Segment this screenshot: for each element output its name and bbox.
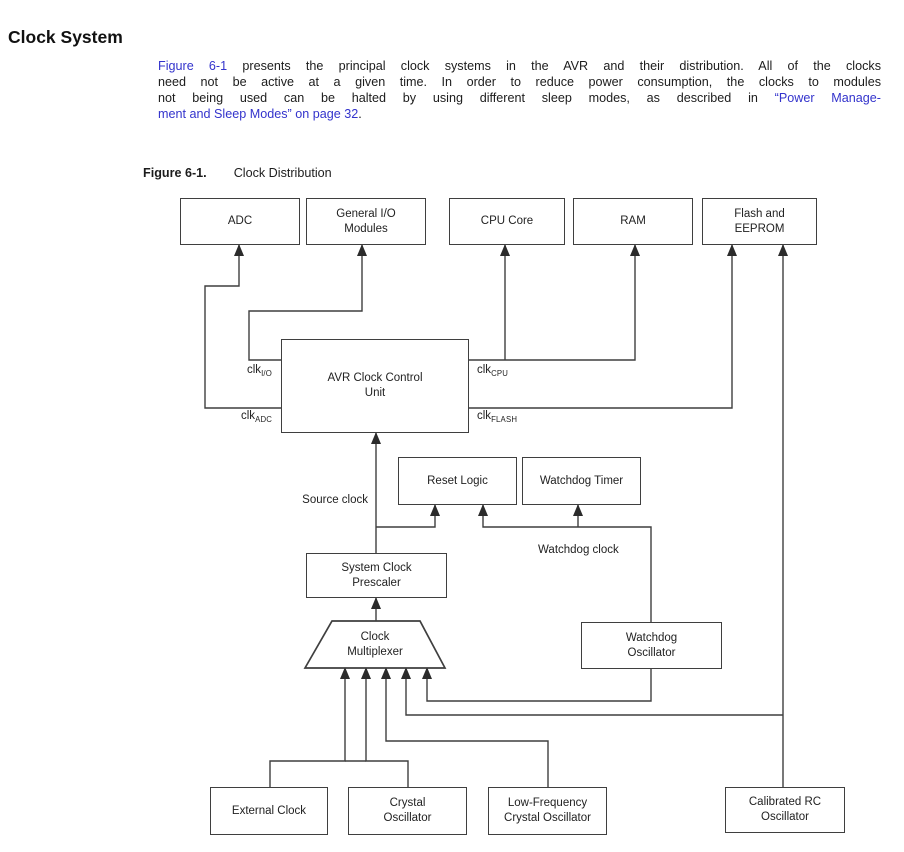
node-external-clock: External Clock: [210, 787, 328, 835]
paragraph-line: ment and Sleep Modes” on page 32.: [158, 107, 881, 123]
clk-sub: ADC: [255, 415, 273, 424]
body-text: need not be active at a given time. In o…: [158, 74, 881, 89]
node-label: General I/O Modules: [336, 207, 396, 235]
node-cpu-core: CPU Core: [449, 198, 565, 245]
body-paragraph: Figure 6-1 presents the principal clock …: [158, 59, 881, 123]
node-label: CPU Core: [480, 215, 534, 228]
clk-sub: FLASH: [491, 415, 518, 424]
node-ram: RAM: [573, 198, 693, 245]
clk-base: clk: [247, 364, 262, 376]
link-power-management[interactable]: “Power Manage-: [774, 90, 881, 105]
clk-base: clk: [477, 364, 492, 376]
node-label: Calibrated RC Oscillator: [748, 796, 822, 823]
node-adc: ADC: [180, 198, 300, 245]
node-flash-eeprom: Flash and EEPROM: [702, 198, 817, 245]
node-label: External Clock: [231, 804, 307, 817]
node-low-frequency-crystal-oscillator: Low-Frequency Crystal Oscillator: [488, 787, 607, 835]
node-clock-multiplexer: Clock Multiplexer: [305, 621, 445, 668]
paragraph-line: need not be active at a given time. In o…: [158, 75, 881, 91]
clk-sub: CPU: [491, 369, 509, 378]
node-label: Flash and EEPROM: [734, 207, 785, 235]
node-reset-logic: Reset Logic: [398, 457, 517, 505]
line-clk-flash: [469, 244, 737, 409]
node-label: AVR Clock Control Unit: [327, 372, 423, 399]
body-text: not being used can be halted by using di…: [158, 90, 775, 105]
node-label: Clock Multiplexer: [347, 630, 403, 658]
node-label: System Clock Prescaler: [341, 561, 412, 589]
line-external-to-mux: [269, 667, 350, 787]
link-power-management[interactable]: ment and Sleep Modes” on page 32: [158, 106, 359, 121]
node-label: ADC: [227, 215, 253, 228]
node-avr-clock-control-unit: AVR Clock Control Unit: [281, 339, 469, 433]
node-label: Low-Frequency Crystal Oscillator: [504, 797, 591, 824]
line-source-to-reset: [376, 504, 440, 528]
line-clk-cpu-ram: [469, 244, 640, 361]
line-watchdog-to-reset: [478, 504, 652, 622]
node-label: Reset Logic: [427, 474, 488, 487]
node-label: Watchdog Timer: [539, 474, 624, 487]
label-clk-adc: clkADC: [241, 410, 272, 424]
label-clk-io: clkI/O: [247, 364, 272, 378]
node-calibrated-rc-oscillator: Calibrated RC Oscillator: [725, 787, 845, 833]
node-label: Watchdog Oscillator: [625, 631, 678, 659]
line-wdosc-to-mux: [422, 667, 652, 702]
body-text: presents the principal clock systems in …: [227, 59, 881, 73]
label-clk-cpu: clkCPU: [477, 364, 508, 378]
figure-caption-title: Clock Distribution: [233, 166, 332, 180]
figure-caption: Figure 6-1. Clock Distribution: [143, 166, 332, 180]
line-lowfreq-to-mux: [381, 667, 549, 787]
body-text: .: [358, 106, 362, 121]
label-watchdog-clock: Watchdog clock: [538, 544, 619, 556]
line-crystal-to-mux: [361, 667, 409, 787]
line-rc-to-mux: [401, 667, 783, 716]
node-label: RAM: [620, 215, 646, 228]
node-general-io-modules: General I/O Modules: [306, 198, 426, 245]
line-clk-adc: [204, 244, 281, 409]
label-clk-flash: clkFLASH: [477, 410, 517, 424]
node-label: Crystal Oscillator: [383, 797, 432, 824]
paragraph-line: Figure 6-1 presents the principal clock …: [158, 59, 881, 75]
node-watchdog-oscillator: Watchdog Oscillator: [581, 622, 722, 669]
node-watchdog-timer: Watchdog Timer: [522, 457, 641, 505]
clk-sub: I/O: [261, 369, 273, 378]
node-crystal-oscillator: Crystal Oscillator: [348, 787, 467, 835]
section-title: Clock System: [8, 27, 123, 47]
clk-base: clk: [241, 410, 256, 422]
label-source-clock: Source clock: [302, 494, 368, 506]
link-figure-6-1[interactable]: Figure 6-1: [158, 59, 228, 73]
figure-caption-label: Figure 6-1.: [143, 166, 207, 180]
clk-base: clk: [477, 410, 492, 422]
node-system-clock-prescaler: System Clock Prescaler: [306, 553, 447, 598]
paragraph-line: not being used can be halted by using di…: [158, 91, 881, 107]
